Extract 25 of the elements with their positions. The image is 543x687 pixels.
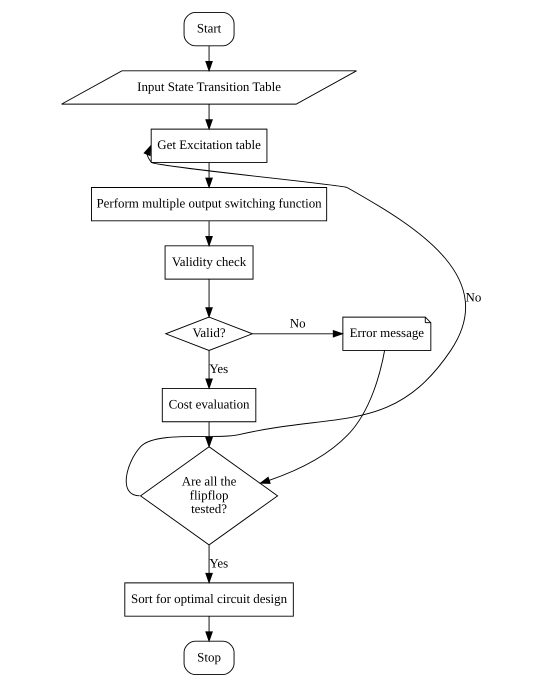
node-box: Sort for optimal circuit design (124, 582, 294, 617)
edge-label: No (466, 290, 482, 305)
node-box: Perform multiple output switching function (91, 187, 328, 222)
arrow (126, 144, 466, 496)
arrow (252, 330, 344, 338)
arrow (205, 162, 213, 189)
node-box: Cost evaluation (162, 388, 256, 422)
arrow (205, 421, 213, 448)
arrow (205, 616, 213, 642)
node-box: Stop (184, 640, 235, 675)
arrow (205, 544, 213, 584)
arrow (205, 46, 213, 72)
node-diamond: Are all the flipflop tested? (140, 446, 278, 546)
arrow (259, 350, 386, 484)
edge-label: No (290, 315, 306, 330)
node-box: Validity check (164, 245, 254, 280)
node-box: Start (184, 12, 235, 46)
node-diamond: Valid? (164, 316, 254, 351)
arrow (205, 350, 213, 390)
node-box: Get Excitation table (150, 128, 268, 163)
edge-label: Yes (209, 360, 228, 376)
arrow (205, 220, 213, 248)
edge-label: Yes (209, 555, 228, 570)
arrow (205, 278, 213, 318)
arrow (205, 104, 213, 130)
